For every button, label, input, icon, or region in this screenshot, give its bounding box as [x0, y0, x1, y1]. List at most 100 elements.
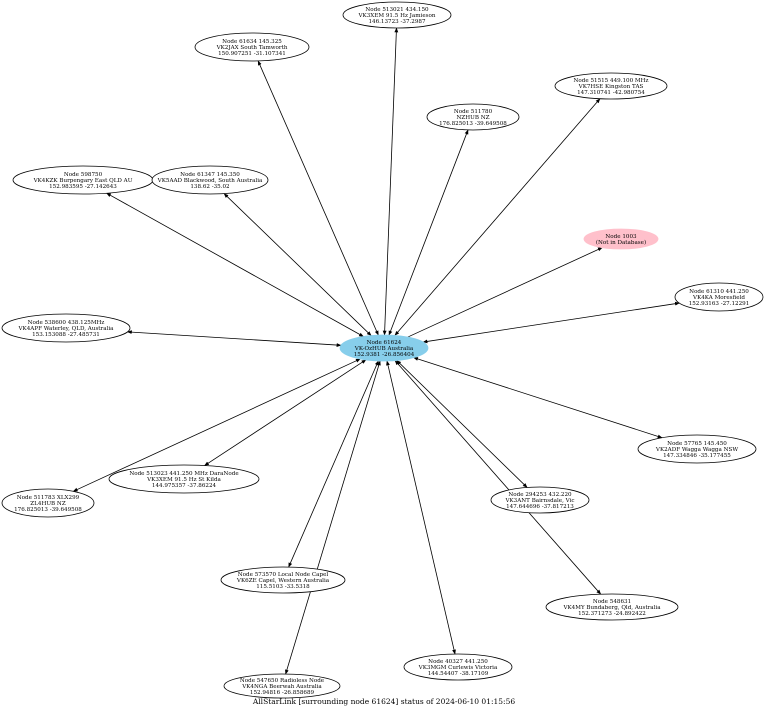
node-label-line: Node 61347 145.350 [180, 172, 240, 178]
node-label-line: ZL4HUB NZ [30, 501, 66, 507]
node-label-line: 152.93163 -27.12291 [689, 301, 750, 307]
node-label-line: 115.5103 -33.5318 [256, 584, 310, 590]
node-label-line: Node 57765 145.450 [667, 441, 727, 447]
node-label-line: 152.983595 -27.142643 [49, 184, 117, 190]
node-label-line: 147.310741 -42.980754 [577, 90, 645, 96]
node-ellipse [490, 486, 590, 514]
edge-513023 [204, 359, 367, 466]
node-ellipse [545, 593, 679, 621]
node-label-line: VK4APF Waterley, QLD, Australia [18, 326, 115, 332]
node-label-line: 152.9381 -26.856404 [354, 352, 415, 358]
node-label-line: VK3ANT Bairnsdale, Vic [504, 498, 574, 504]
node-label-line: Node 538600 438.125MHz [28, 320, 105, 326]
node-label-line: Node 573570 Local Node Capel [238, 572, 329, 578]
edge-61347 [223, 193, 372, 336]
status-caption: AllStarLink [surrounding node 61624] sta… [252, 697, 516, 706]
node-label-line: Node 294253 432.220 [508, 492, 572, 498]
edge-40327 [386, 360, 456, 655]
node-label-line: Node 598750 [64, 172, 103, 178]
node-label-line: Node 548631 [593, 599, 631, 605]
node-label-line: VK4KA Moresfield [692, 295, 745, 301]
node-label-line: Node 511783 XLX299 [17, 495, 80, 501]
node-label-line: VK3XEM 91.5 Hz Jamieson [357, 13, 435, 19]
node-label-line: Node 511780 [454, 109, 493, 115]
node-label-line: Node 61634 145.325 [222, 39, 282, 45]
edge-61310 [422, 301, 680, 344]
edge-1003 [407, 247, 603, 338]
node-ellipse [637, 434, 757, 464]
node-label-line: 147.644696 -37.817213 [506, 504, 574, 510]
node-label-line: 176.825013 -39.649508 [14, 507, 82, 513]
node-label-line: NZHUB NZ [456, 115, 489, 121]
node-label-line: Node 513023 441.250 MHz DaraNode [129, 471, 239, 477]
node-label-line: VK4MY Bundaberg, Qld, Australia [562, 605, 661, 611]
edge-57765 [413, 357, 663, 439]
node-ellipse [108, 464, 260, 494]
node-label-line: VK7HSE Kingston TAS [578, 84, 644, 90]
node-label-line: Node 51515 449.100 MHz [574, 78, 649, 84]
edge-538600 [127, 330, 342, 347]
edge-511780 [388, 129, 469, 336]
node-label-line: Node 547650 Radioless Node [240, 678, 325, 684]
node-label-line: 152.371273 -24.892422 [578, 611, 646, 617]
node-label-line: 144.54407 -38.17109 [428, 671, 489, 677]
node-label-line: VK3XEM 91.5 Hz St Kilda [146, 477, 221, 483]
node-ellipse [554, 72, 668, 100]
node-label-line: 153.153088 -27.485731 [32, 332, 100, 338]
node-label-line: 176.825013 -39.649508 [439, 121, 507, 127]
node-ellipse [583, 228, 659, 250]
node-label-line: 144.975357 -37.86224 [152, 483, 217, 489]
node-label-line: 150.907251 -31.107341 [218, 51, 286, 57]
node-ellipse [151, 165, 269, 195]
node-ellipse [339, 334, 429, 362]
node-ellipse [342, 1, 452, 29]
edge-573570 [288, 360, 379, 568]
node-label-line: VK-OzHUB Australia [354, 346, 414, 352]
node-label-line: VK6ZE Capel, Western Australia [236, 578, 330, 584]
node-ellipse [194, 32, 310, 62]
node-ellipse [403, 653, 513, 681]
node-label-line: Node 61624 [367, 340, 402, 346]
node-label-line: 138.62 -35.02 [190, 184, 230, 190]
edge-513021 [382, 27, 399, 336]
edge-548631 [394, 360, 602, 595]
node-label-line: Node 513021 434.150 [365, 7, 429, 13]
node-label-line: VK3MGM Curlewis Victoria [418, 665, 498, 671]
edge-547650 [285, 360, 381, 675]
edge-61634 [257, 60, 379, 336]
node-label-line: VK4NGA Beerwah Australia [241, 684, 322, 690]
edges-layer [72, 27, 680, 675]
edge-598750 [106, 192, 364, 337]
edge-294253 [396, 360, 528, 488]
node-label-line: VK2JAX South Tamworth [216, 45, 288, 51]
node-label-line: VK2ADF Wagga Wagga NSW [655, 447, 738, 453]
node-label-line: 147.334846 -35.177455 [663, 453, 731, 459]
node-ellipse [426, 103, 520, 131]
node-ellipse [220, 566, 346, 594]
node-ellipse [1, 488, 95, 518]
node-label-line: Node 61310 441.250 [689, 289, 749, 295]
edge-51515 [394, 98, 601, 336]
node-ellipse [1, 313, 131, 343]
node-label-line: (Not in Database) [596, 239, 646, 246]
node-ellipse [674, 282, 764, 312]
node-ellipse [223, 673, 341, 699]
node-label-line: 152.94816 -26.858689 [250, 690, 315, 696]
